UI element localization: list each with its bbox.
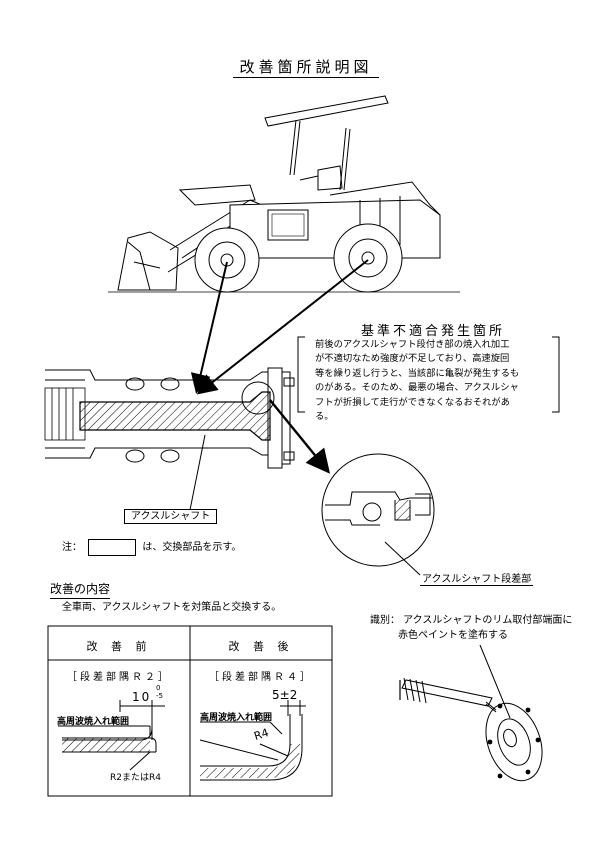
axle-step-label: アクスルシャフト段差部 [420,570,534,586]
callout-bracket [297,336,560,413]
wheel-loader-drawing [108,95,460,293]
after-header: 改 善 後 [228,640,294,653]
before-hardening-label: 高周波焼入れ範囲 [57,717,130,727]
note-sample-box [88,538,137,556]
callout-title: 基準不適合発生箇所 [360,324,505,339]
callout-line: る。 [315,411,334,423]
before-radius-label: R2またはR4 [110,773,161,783]
callout-line: 等を繰り返し行うと、当該部に亀裂が発生するも [315,367,520,379]
note-line: 注： は、交換部品を示す。 [62,538,241,556]
after-subheader: ［段差部隅Ｒ４］ [209,672,313,683]
after-hardening-label: 高周波焼入れ範囲 [200,713,273,723]
note-suffix: は、交換部品を示す。 [142,542,242,553]
axle-shaft-illustration [399,644,543,782]
note-prefix: 注： [62,542,82,553]
front-axle-arrow [190,261,228,394]
before-tolerance: 0 -5 [156,684,163,700]
axle-section-drawing [44,367,295,469]
before-dimension: 10 [132,690,151,704]
callout-line: フトが折損して走行ができなくなるおそれがあ [315,396,510,408]
identification-line: 識別： アクスルシャフトのリム取付部端面に [370,615,573,626]
before-dim-main: 10 [132,690,152,704]
identification-line: 赤色ペイントを塗布する [398,630,508,641]
before-subheader: ［段差部隅Ｒ２］ [67,672,171,683]
before-header: 改 善 前 [86,640,152,653]
page-title: 改善箇所説明図 [0,56,612,78]
comparison-table [47,625,333,797]
callout-line: のがある。そのため、最悪の場合、アクスルシャ [315,382,519,394]
before-tol-bottom: -5 [156,692,163,700]
callout-line: が不適切なため強度が不足しており、高速旋回 [315,353,510,365]
before-section-drawing [58,700,165,771]
before-tol-top: 0 [156,684,161,692]
axle-shaft-label-box: アクスルシャフト [124,504,218,524]
detail-leader-arrow [269,399,331,474]
identification-note: 識別： アクスルシャフトのリム取付部端面に 赤色ペイントを塗布する [370,613,572,643]
callout-line: 前後のアクスルシャフト段付き部の焼入れ加工 [315,339,510,350]
callout-body: 前後のアクスルシャフト段付き部の焼入れ加工 が不適切なため強度が不足しており、高… [315,338,545,424]
improvement-body: 全車両、アクスルシャフトを対策品と交換する。 [62,602,282,613]
improvement-heading: 改善の内容 [50,580,111,599]
after-section-drawing [199,700,306,781]
axle-step-label-text: アクスルシャフト段差部 [420,574,534,586]
axle-shaft-label: アクスルシャフト [124,509,218,524]
axle-step-detail-drawing [321,453,435,567]
page-title-text: 改善箇所説明図 [233,58,379,78]
after-dimension: 5±2 [272,688,298,702]
rear-axle-arrow [196,259,369,395]
